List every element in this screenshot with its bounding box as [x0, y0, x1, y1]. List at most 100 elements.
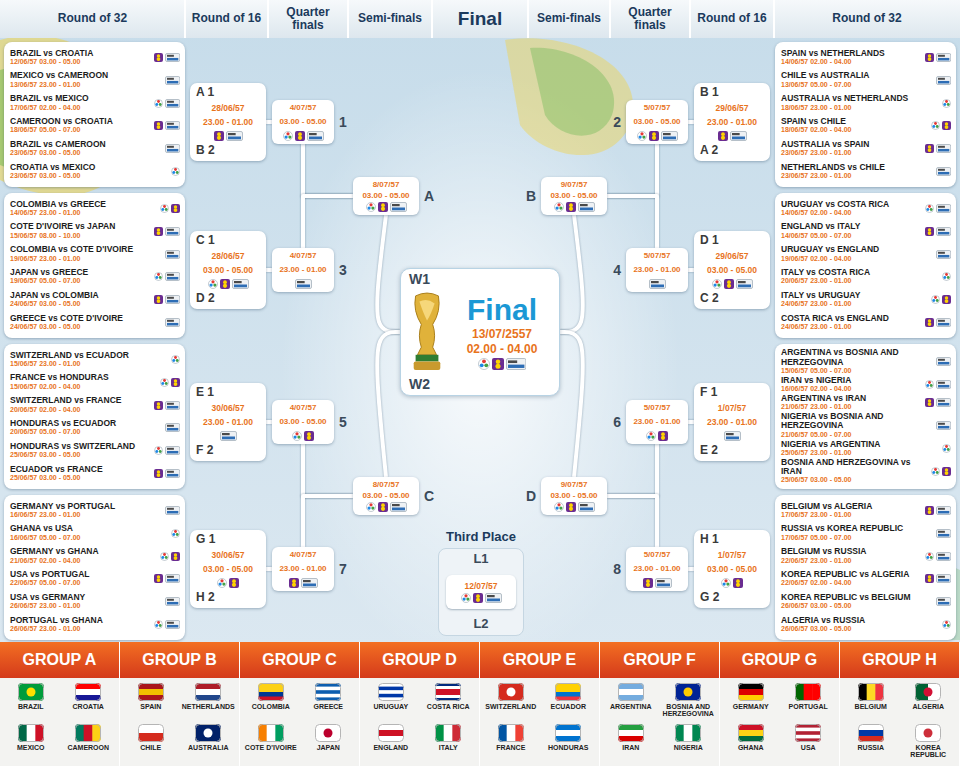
match-time: 21/06/57 05.00 - 07.00: [781, 431, 933, 439]
match-date: 1/07/57: [718, 403, 746, 413]
bracket-line: [607, 444, 657, 496]
match-time: 19/06/57 02.00 - 04.00: [781, 255, 933, 263]
match-number: 2: [613, 114, 621, 130]
match-row: ITALY vs URUGUAY24/06/57 23.00 - 01.00: [781, 291, 951, 309]
team-name: SWITZERLAND: [485, 703, 536, 710]
trophy-illustration: [408, 291, 446, 373]
team-grid: GERMANYPORTUGALGHANAUSA: [720, 678, 839, 766]
match-row: HONDURAS vs ECUADOR20/06/57 05.00 - 07.0…: [10, 419, 180, 437]
channel-logo: [943, 273, 951, 281]
team-cell: COTE D'IVOIRE: [242, 722, 300, 763]
match-row: SWITZERLAND vs FRANCE20/06/57 02.00 - 04…: [10, 396, 180, 414]
team-grid: ARGENTINABOSNIA AND HERZEGOVINAIRANNIGER…: [600, 678, 719, 766]
channel-logos: [643, 578, 672, 588]
match-text: ITALY vs COSTA RICA20/06/57 23.00 - 01.0…: [781, 268, 939, 286]
channel-logo: [165, 598, 179, 606]
channel-logos: [925, 574, 951, 583]
group-band: GROUP GGERMANYPORTUGALGHANAUSA: [720, 642, 840, 766]
match-text: NIGERIA vs BOSNIA AND HERZEGOVINA21/06/5…: [781, 412, 933, 439]
match-row: BELGIUM vs ALGERIA17/06/57 23.00 - 01.00: [781, 502, 951, 520]
quarter-final-box: 5/07/5703.00 - 05.002: [626, 100, 688, 144]
bracket-line: [560, 215, 583, 332]
team-cell: GHANA: [722, 722, 780, 763]
match-row: SPAIN vs NETHERLANDS14/06/57 02.00 - 04.…: [781, 49, 951, 67]
match-time: 16/06/57 23.00 - 01.00: [10, 511, 162, 519]
match-time: 23.00 - 01.00: [633, 417, 680, 427]
team-cell: CROATIA: [60, 681, 118, 722]
group-heading: GROUP A: [0, 642, 119, 678]
channel-logos: [554, 502, 595, 512]
channel-logos: [649, 279, 666, 289]
match-time: 23.00 - 01.00: [279, 564, 326, 574]
channel-logo: [295, 280, 311, 289]
team-name: GHANA: [738, 744, 764, 751]
match-letter: C: [424, 488, 434, 504]
match-time: 03.00 - 05.00: [362, 191, 409, 201]
channel-logo: [165, 401, 179, 409]
team-name: KOREA REPUBLIC: [900, 744, 958, 759]
channel-logo: [161, 552, 169, 560]
match-time: 24/06/57 03.00 - 05.00: [10, 323, 162, 331]
channel-logos: [925, 552, 951, 561]
match-time: 13/06/57 05.00 - 07.00: [781, 81, 933, 89]
channel-logo: [161, 204, 169, 212]
channel-logo: [942, 295, 951, 304]
team-name: COTE D'IVOIRE: [245, 744, 297, 751]
bracket-line: [377, 332, 400, 477]
group-heading: GROUP F: [600, 642, 719, 678]
match-row: URUGUAY vs ENGLAND19/06/57 02.00 - 04.00: [781, 245, 951, 263]
match-row: GERMANY vs PORTUGAL16/06/57 23.00 - 01.0…: [10, 502, 180, 520]
channel-logos: [931, 121, 951, 130]
round-of-16-box: G 130/06/5703.00 - 05.00H 2: [190, 530, 266, 608]
channel-logo: [936, 145, 950, 153]
match-text: GREECE vs COTE D'IVOIRE24/06/57 03.00 - …: [10, 314, 162, 332]
match-row: ALGERIA vs RUSSIA26/06/57 03.00 - 05.00: [781, 616, 951, 634]
match-time: 23/06/57 23.00 - 01.00: [781, 172, 933, 180]
match-row: MEXICO vs CAMEROON13/06/57 23.00 - 01.00: [10, 71, 180, 89]
flag-icon: [435, 683, 461, 701]
semi-final-box: 9/07/5703.00 - 05.00D: [541, 477, 607, 515]
channel-logos: [925, 318, 951, 327]
match-time: 19/06/57 05.00 - 07.00: [10, 277, 151, 285]
team-grid: BELGIUMALGERIARUSSIAKOREA REPUBLIC: [840, 678, 959, 766]
match-text: URUGUAY vs ENGLAND19/06/57 02.00 - 04.00: [781, 245, 933, 263]
match-time: 14/06/57 02.00 - 04.00: [781, 209, 922, 217]
channel-logo: [154, 469, 163, 478]
match-text: RUSSIA vs KOREA REPUBLIC17/06/57 05.00 -…: [781, 524, 933, 542]
final-title: Final: [467, 294, 537, 326]
channel-logo: [165, 250, 179, 258]
match-teams: JAPAN vs GREECE: [10, 268, 151, 277]
channel-logo: [942, 121, 951, 130]
match-text: ALGERIA vs RUSSIA26/06/57 03.00 - 05.00: [781, 616, 939, 634]
channel-logo: [925, 574, 934, 583]
match-row: AUSTRALIA vs SPAIN23/06/57 23.00 - 01.00: [781, 140, 951, 158]
flag-icon: [378, 724, 404, 742]
channel-logo: [154, 574, 163, 583]
channel-logos: [165, 76, 180, 85]
channel-logo: [718, 131, 728, 141]
match-teams: BELGIUM vs RUSSIA: [781, 547, 922, 556]
match-text: ARGENTINA vs IRAN21/06/57 23.00 - 01.00: [781, 394, 922, 412]
match-teams: BRAZIL vs CROATIA: [10, 49, 151, 58]
channel-logos: [154, 469, 180, 478]
channel-logo: [925, 506, 934, 515]
match-row: FRANCE vs HONDURAS15/06/57 02.00 - 04.00: [10, 373, 180, 391]
team-cell: ECUADOR: [540, 681, 598, 722]
flag-icon: [498, 724, 524, 742]
match-date: 5/07/57: [644, 103, 671, 113]
channel-logos: [925, 398, 951, 407]
channel-logos: [208, 279, 249, 289]
flag-icon: [195, 683, 221, 701]
team-name: GERMANY: [733, 703, 769, 710]
match-text: URUGUAY vs COSTA RICA14/06/57 02.00 - 04…: [781, 200, 922, 218]
match-row: IRAN vs NIGERIA16/06/57 02.00 - 04.00: [781, 376, 951, 394]
group-position: C 2: [700, 292, 719, 306]
team-name: ENGLAND: [373, 744, 408, 751]
match-time: 20/06/57 02.00 - 04.00: [10, 406, 151, 414]
flag-icon: [75, 683, 101, 701]
channel-logo: [301, 579, 317, 588]
channel-logos: [160, 378, 180, 387]
team-cell: KOREA REPUBLIC: [900, 722, 958, 763]
column-heading: Quarter finals: [268, 0, 348, 38]
match-date: 28/06/57: [211, 251, 244, 261]
